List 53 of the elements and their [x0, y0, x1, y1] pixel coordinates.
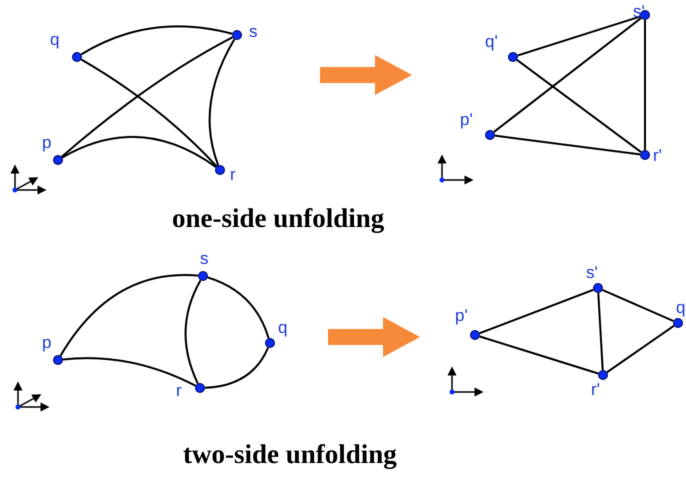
curve-line	[493, 17, 642, 133]
point-label: s'	[586, 264, 598, 281]
point-dot	[53, 155, 63, 165]
point-label: s'	[633, 3, 645, 20]
point-label: s	[249, 23, 258, 40]
curve-line	[62, 136, 216, 168]
point-label: q	[278, 319, 288, 336]
point-dot	[673, 318, 683, 328]
point-dot	[198, 271, 208, 281]
curve-line	[60, 274, 198, 356]
curve-line	[80, 58, 218, 168]
point-dot	[593, 283, 603, 293]
point-dot	[53, 355, 63, 365]
curve-line	[61, 36, 234, 158]
curve-line	[606, 325, 674, 373]
curve-line	[516, 59, 642, 153]
point-label: p	[42, 134, 52, 151]
curve-line	[602, 289, 674, 322]
point-dot	[508, 52, 518, 62]
point-dot	[265, 338, 275, 348]
point-label: q'	[676, 299, 686, 316]
point-label: r'	[591, 381, 600, 398]
caption-text: two-side unfolding	[183, 441, 397, 468]
curve-line	[517, 16, 641, 56]
point-dot	[195, 383, 205, 393]
point-label: r	[176, 382, 182, 399]
point-dot	[485, 130, 495, 140]
point-label: q	[50, 31, 60, 48]
point-label: r	[230, 166, 236, 183]
point-label: q'	[485, 33, 498, 50]
curve-line	[80, 25, 232, 56]
point-label: r'	[653, 147, 662, 164]
point-dot	[72, 52, 82, 62]
curve-line	[207, 276, 270, 339]
point-dot	[598, 370, 608, 380]
curve-line	[644, 20, 646, 150]
point-label: p'	[455, 307, 468, 324]
caption-text: one-side unfolding	[172, 205, 384, 232]
curve-line	[494, 134, 640, 156]
curve-line	[479, 336, 599, 374]
curve-line	[597, 292, 604, 370]
point-label: s	[200, 250, 208, 267]
curve-line	[204, 347, 269, 389]
point-dot	[232, 30, 242, 40]
point-dot	[470, 330, 480, 340]
curve-line	[479, 288, 594, 334]
point-dot	[640, 150, 650, 160]
curve-line	[184, 280, 202, 384]
curve-line	[62, 357, 196, 387]
point-label: p'	[460, 111, 473, 128]
point-dot	[215, 165, 225, 175]
curve-line	[208, 38, 236, 166]
point-label: p	[42, 334, 52, 351]
